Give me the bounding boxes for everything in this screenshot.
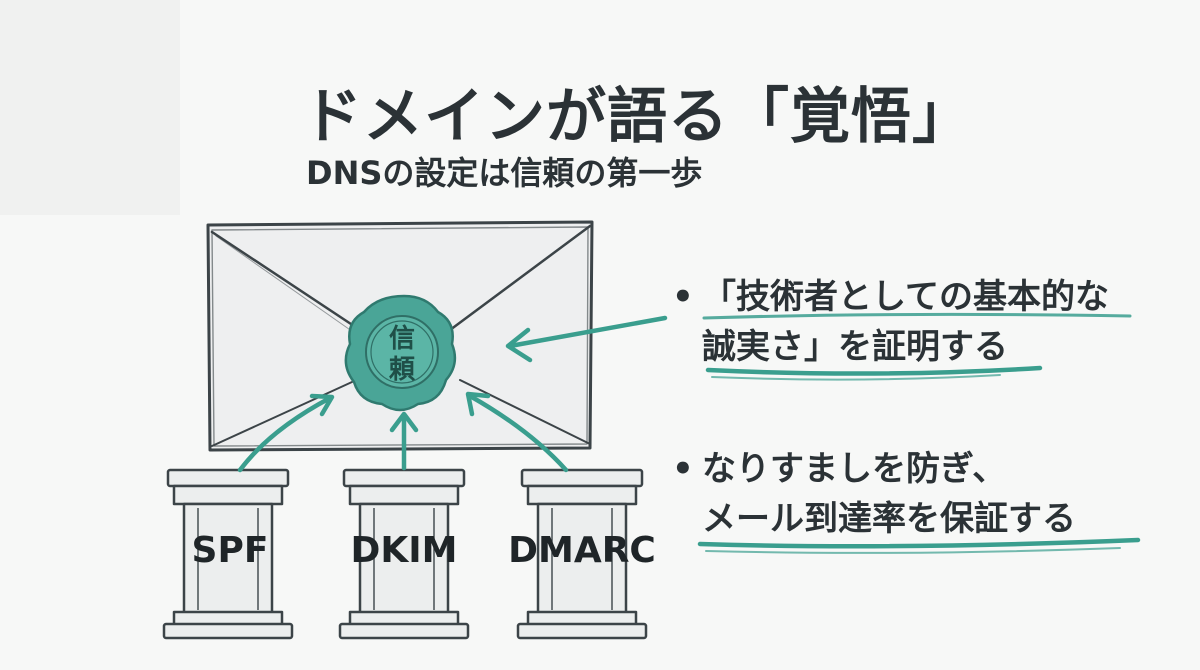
trust-seal: 信 頼 — [344, 294, 457, 412]
bullet-2-line-1: なりすましを防ぎ、 — [702, 449, 1007, 489]
page-title: ドメインが語る「覚悟」 — [302, 82, 973, 152]
bullet-1-line-2: 誠実さ」を証明する — [702, 327, 1008, 367]
bullet-item-1: •「技術者としての基本的な 誠実さ」を証明する — [672, 272, 1109, 372]
pillar-arrows — [237, 391, 569, 473]
pillar-label-dmarc: DMARC — [508, 530, 656, 571]
bullet-2-line-2: メール到達率を保証する — [702, 499, 1076, 539]
seal-char-2: 頼 — [389, 355, 416, 385]
bullet-arrow — [505, 315, 668, 363]
pillar-label-spf: SPF — [191, 530, 269, 571]
bullet-1-line-1: 「技術者としての基本的な — [702, 277, 1109, 317]
bullet-underlines — [697, 312, 1141, 554]
paper-shading — [0, 0, 180, 215]
seal-char-1: 信 — [389, 324, 415, 354]
pillar-label-dkim: DKIM — [350, 530, 458, 571]
pillar-spf — [162, 468, 294, 640]
pillar-dkim — [338, 468, 470, 640]
bullet-marker-2: • — [672, 449, 694, 489]
page-subtitle: DNSの設定は信頼の第一歩 — [306, 154, 703, 192]
pillar-dmarc — [516, 468, 648, 640]
bullet-marker-1: • — [672, 277, 694, 317]
bullet-item-2: •なりすましを防ぎ、 メール到達率を保証する — [672, 444, 1076, 544]
